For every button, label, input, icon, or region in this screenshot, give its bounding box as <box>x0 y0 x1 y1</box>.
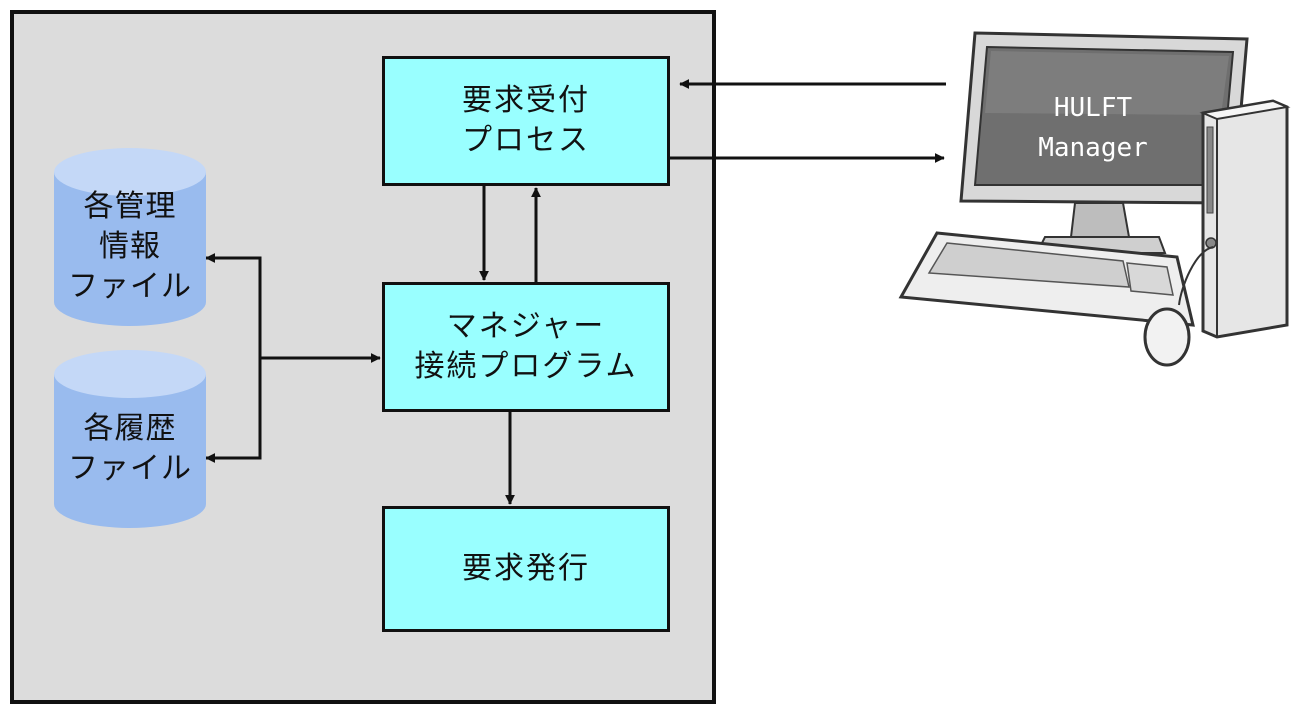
request-accept-label-line2: プロセス <box>462 123 590 158</box>
arrow-trunk-to-history-file <box>205 358 262 463</box>
screen-label-line1: HULFT <box>1053 93 1133 123</box>
mgmt-info-label-line3: ファイル <box>68 269 192 304</box>
mgmt-info-file-cylinder: 各管理 情報 ファイル <box>54 148 206 326</box>
request-accept-process-box: 要求受付 プロセス <box>382 56 670 186</box>
client-computer-illustration <box>898 31 1291 367</box>
cylinder-shape-history <box>54 350 206 528</box>
request-issue-box: 要求発行 <box>382 506 670 632</box>
manager-connect-label-line2: 接続プログラム <box>414 349 638 384</box>
client-screen-label: HULFT Manager <box>1018 88 1168 168</box>
request-issue-label: 要求発行 <box>462 551 590 586</box>
mgmt-info-label-line1: 各管理 <box>83 189 177 224</box>
manager-connect-label-line1: マネジャー <box>446 309 606 344</box>
arrow-trunk-to-mgmt-file <box>205 253 262 358</box>
history-label-line1: 各履歴 <box>83 411 177 446</box>
history-file-cylinder: 各履歴 ファイル <box>54 350 206 528</box>
cylinder-shape-mgmt <box>54 148 206 326</box>
history-label-line2: ファイル <box>68 451 192 486</box>
screen-label-line2: Manager <box>1038 133 1148 163</box>
manager-connect-program-box: マネジャー 接続プログラム <box>382 282 670 412</box>
request-accept-label-line1: 要求受付 <box>462 83 590 118</box>
mgmt-info-label-line2: 情報 <box>99 229 161 264</box>
